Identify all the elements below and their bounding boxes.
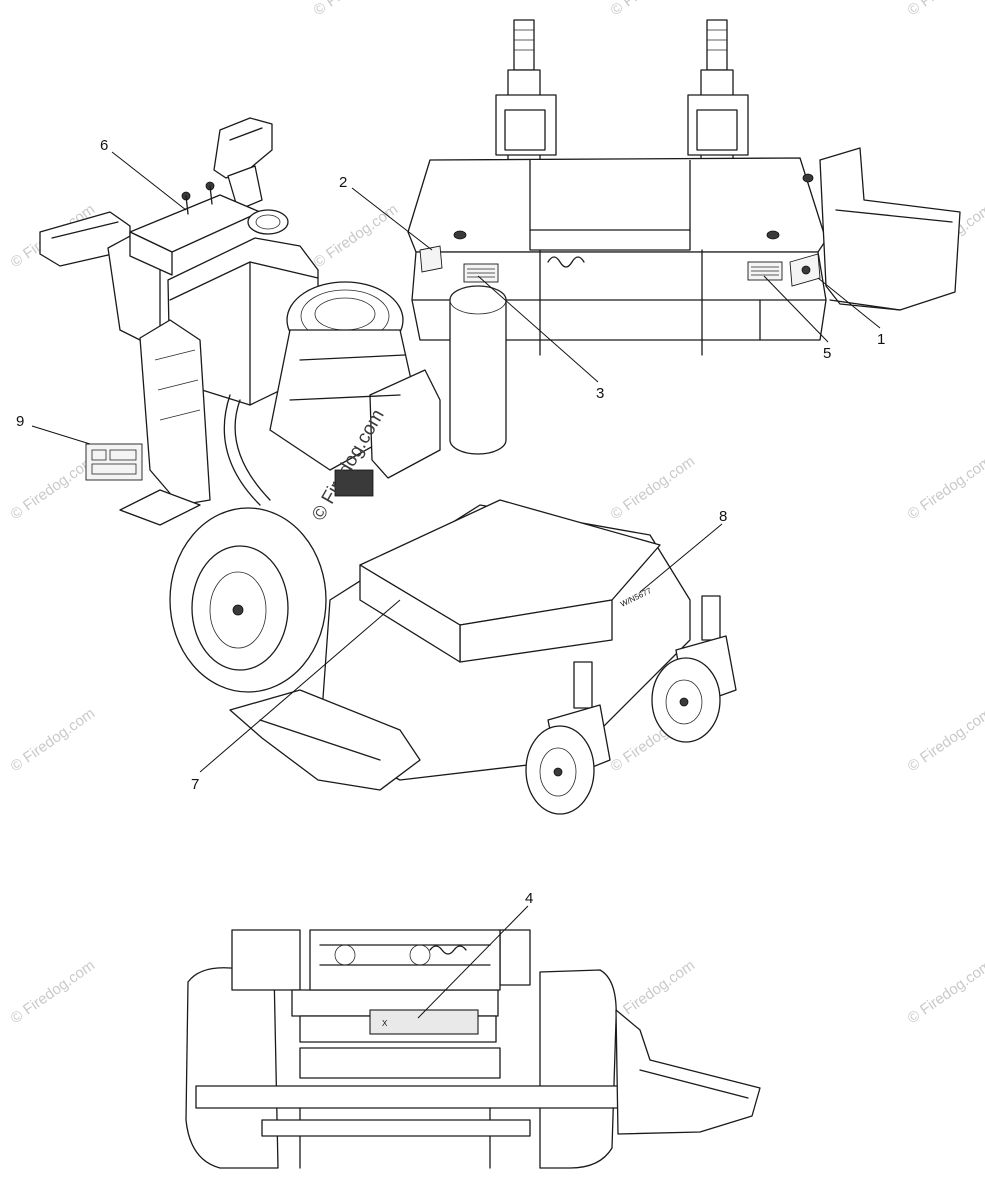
callout-numbers: 1 2 3 4 5 6 7 8 9	[16, 137, 885, 907]
rear-drive-wheel	[169, 507, 327, 693]
callout-1: 1	[877, 331, 885, 348]
leader-4	[417, 905, 529, 1019]
belt-cover-marker: X	[382, 1019, 388, 1028]
leader-9	[31, 425, 91, 445]
watermark: © Firedog.com	[905, 705, 985, 775]
front-view-belt-cover	[369, 1009, 479, 1035]
leader-1	[817, 277, 881, 329]
callout-6: 6	[100, 137, 108, 154]
front-caster-right	[651, 595, 737, 743]
decal-operator-controls	[85, 443, 143, 481]
deck-front-lip	[229, 689, 421, 791]
callout-4: 4	[525, 890, 533, 907]
watermark: © Firedog.com	[905, 453, 985, 523]
front-view-wheel-left	[185, 967, 279, 1169]
leader-6	[111, 151, 187, 211]
front-view-wheel-right	[539, 969, 617, 1169]
discharge-chute	[819, 147, 961, 311]
leader-3	[477, 275, 599, 383]
muffler	[449, 285, 507, 455]
caster-fork-left	[495, 19, 557, 161]
front-caster-left	[525, 661, 611, 815]
callout-3: 3	[596, 385, 604, 402]
watermark: © Firedog.com	[905, 957, 985, 1027]
caster-fork-right	[687, 19, 749, 161]
fuel-cap	[247, 209, 289, 235]
watermark: © Firedog.com	[311, 0, 402, 19]
frame-side-panel	[139, 319, 211, 506]
front-view-deck-bar	[195, 1085, 627, 1109]
watermark: © Firedog.com	[8, 453, 99, 523]
leader-8	[639, 523, 723, 593]
watermark: © Firedog.com	[8, 957, 99, 1027]
machine-front-view: X	[185, 929, 761, 1169]
watermark: © Firedog.com	[608, 0, 699, 19]
watermark: © Firedog.com	[608, 453, 699, 523]
callout-7: 7	[191, 776, 199, 793]
callout-2: 2	[339, 174, 347, 191]
deck-rear-view	[407, 19, 961, 356]
watermark: © Firedog.com	[905, 0, 985, 19]
leader-lines	[31, 151, 881, 1019]
callout-9: 9	[16, 413, 24, 430]
front-view-discharge-chute	[615, 1009, 761, 1135]
watermark: © Firedog.com	[8, 705, 99, 775]
decal-height-adjust	[419, 245, 443, 273]
leader-2	[351, 187, 433, 251]
watermark: © Firedog.com	[311, 201, 402, 271]
callout-5: 5	[823, 345, 831, 362]
callout-8: 8	[719, 508, 727, 525]
leader-5	[763, 275, 829, 343]
walk-behind-mower: W/N5677	[39, 117, 737, 815]
engine	[223, 281, 441, 506]
leader-7	[199, 599, 401, 773]
